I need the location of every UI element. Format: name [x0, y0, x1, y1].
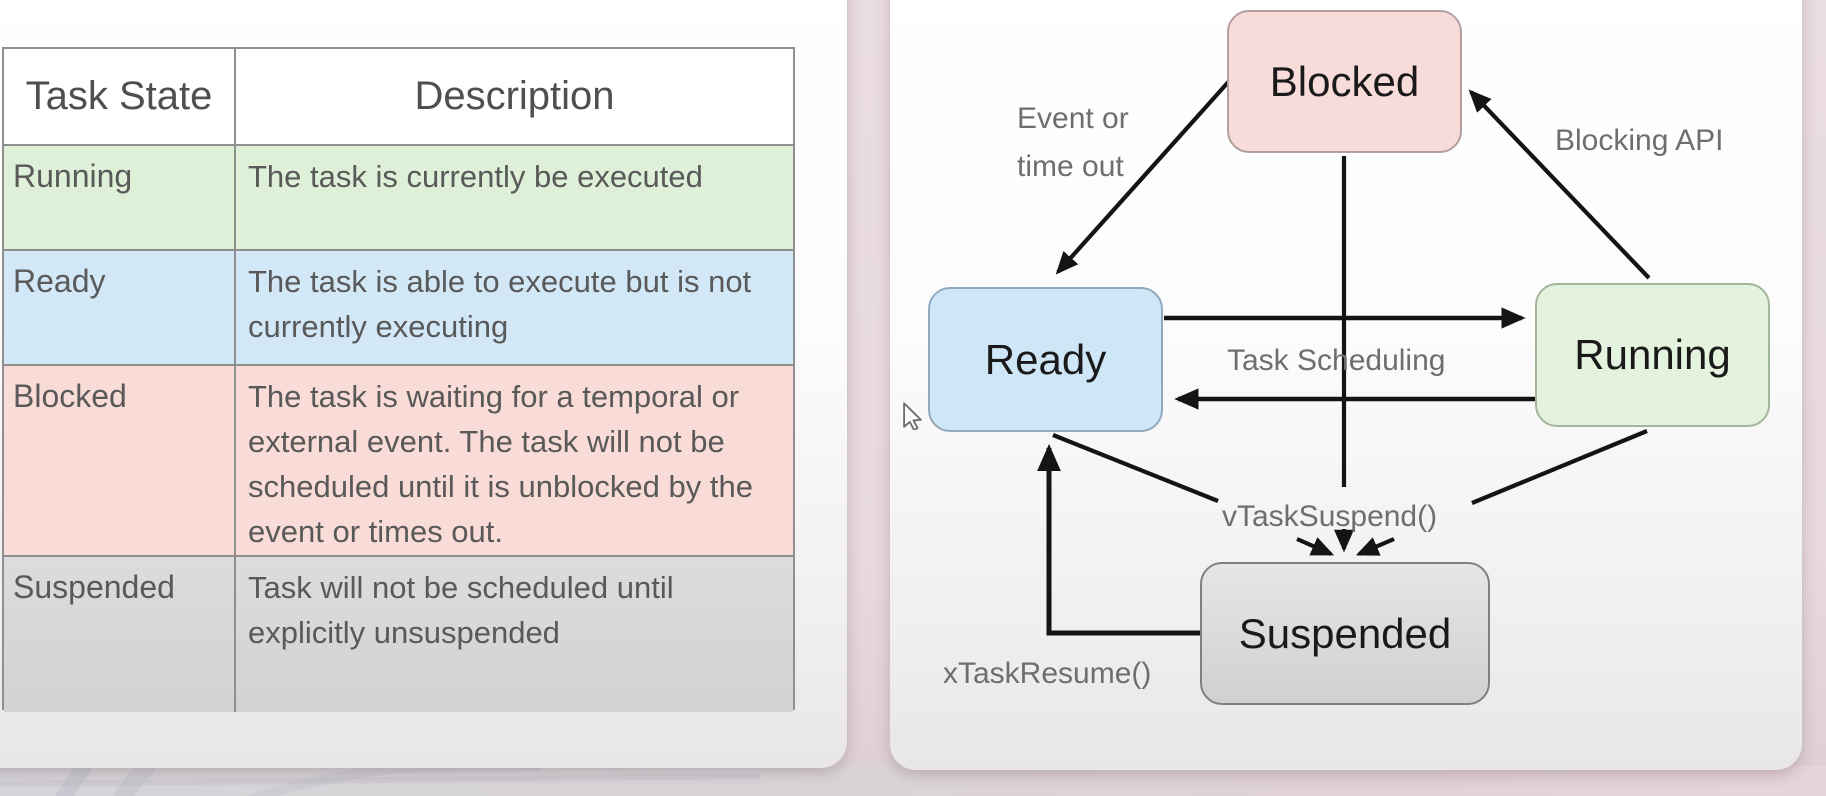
task-state-table: Task State Description Running The task …	[2, 47, 795, 712]
node-ready: Ready	[928, 287, 1163, 432]
mouse-cursor-icon	[903, 402, 922, 430]
cell-description-ready: The task is able to execute but is not c…	[234, 251, 793, 364]
edge-label-event-or: Event or	[1017, 102, 1129, 135]
background-decoration	[0, 760, 761, 796]
cell-state-running: Running	[13, 158, 133, 194]
table-row-suspended: Suspended Task will not be scheduled unt…	[4, 555, 793, 712]
table-row-blocked: Blocked The task is waiting for a tempor…	[4, 364, 793, 555]
column-header-description: Description	[234, 49, 793, 144]
node-running: Running	[1535, 283, 1770, 427]
cell-state-suspended: Suspended	[13, 569, 175, 605]
description-text: The task is able to execute but is not c…	[248, 264, 752, 344]
node-label: Running	[1574, 331, 1731, 378]
table-row-ready: Ready The task is able to execute but is…	[4, 249, 793, 364]
background-strip	[0, 766, 1826, 796]
edge-label-vtasksuspend: vTaskSuspend()	[1222, 500, 1438, 533]
cell-state-blocked: Blocked	[13, 378, 127, 414]
edge-label-xtaskresume: xTaskResume()	[943, 657, 1152, 690]
node-label: Blocked	[1269, 57, 1420, 105]
edge-label-time-out: time out	[1017, 150, 1124, 183]
cell-description-running: The task is currently be executed	[234, 146, 793, 249]
node-label: Ready	[984, 335, 1107, 383]
node-blocked: Blocked	[1227, 10, 1462, 153]
cell-description-suspended: Task will not be scheduled until explici…	[234, 557, 793, 712]
column-header-task-state: Task State	[25, 74, 213, 118]
description-text: The task is waiting for a temporal or ex…	[248, 379, 753, 549]
table-row-running: Running The task is currently be execute…	[4, 144, 793, 249]
node-suspended: Suspended	[1200, 562, 1490, 705]
table-header-row: Task State Description	[4, 49, 793, 144]
description-text: Task will not be scheduled until explici…	[248, 570, 674, 650]
cell-description-blocked: The task is waiting for a temporal or ex…	[234, 366, 793, 555]
description-text: The task is currently be executed	[248, 159, 703, 194]
node-label: Suspended	[1238, 609, 1452, 657]
cell-state-ready: Ready	[13, 263, 106, 299]
edge-label-task-scheduling: Task Scheduling	[1227, 344, 1446, 377]
edge-label-blocking-api: Blocking API	[1555, 124, 1724, 157]
